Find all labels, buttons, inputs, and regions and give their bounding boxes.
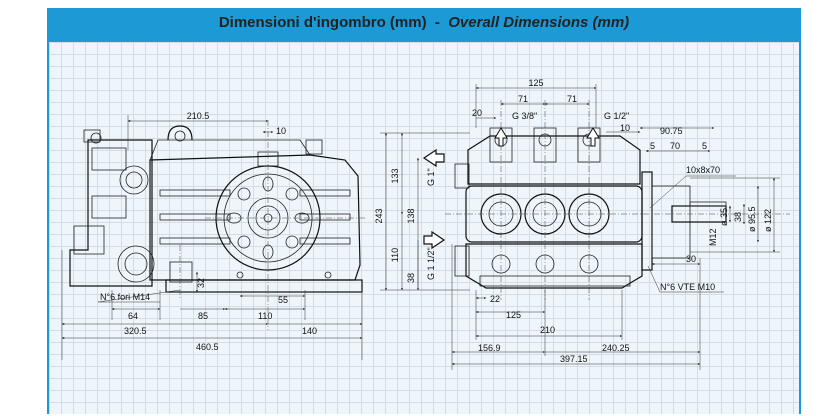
title-italian: Dimensioni d'ingombro (mm) xyxy=(218,14,427,31)
key-dimension: 10x8x70 xyxy=(686,165,720,175)
shaft-38: 38 xyxy=(733,212,743,222)
thread-m12: M12 xyxy=(708,228,718,246)
dim-10-front: 10 xyxy=(620,123,630,133)
dim-32: 32 xyxy=(196,278,206,288)
dim-64: 64 xyxy=(128,311,138,321)
dim-133: 133 xyxy=(390,168,400,183)
dim-5-left: 5 xyxy=(650,141,655,151)
outlet-arrow-icon xyxy=(422,148,445,168)
dim-210-5: 210.5 xyxy=(187,111,210,121)
title-english: Overall Dimensions (mm) xyxy=(448,14,630,31)
dim-460-5: 460.5 xyxy=(196,342,219,352)
dim-243: 243 xyxy=(374,208,384,223)
title-separator: - xyxy=(434,14,440,31)
front-view-dimensions: 125 71 71 20 G 3/8" G 1/2" 10 90.75 5 70… xyxy=(374,78,780,370)
port-arrow-right-icon xyxy=(586,127,600,147)
dim-22: 22 xyxy=(490,294,500,304)
shaft-diameter-35: ø 35 xyxy=(719,208,729,226)
port-g38: G 3/8" xyxy=(512,111,537,121)
holes-label: N°6 fori M14 xyxy=(100,292,150,302)
dim-55: 55 xyxy=(278,295,288,305)
dim-5-right: 5 xyxy=(702,141,707,151)
dim-125-bottom: 125 xyxy=(506,310,521,320)
dim-10: 10 xyxy=(276,126,286,136)
port-arrow-left-icon xyxy=(494,127,508,147)
front-view: 125 71 71 20 G 3/8" G 1/2" 10 90.75 5 70… xyxy=(374,78,790,370)
dim-30: 30 xyxy=(686,254,696,264)
port-g12: G 1/2" xyxy=(604,111,629,121)
page-title: Dimensioni d'ingombro (mm) - Overall Dim… xyxy=(49,14,799,31)
shaft-diameter-122: ø 122 xyxy=(763,209,773,232)
dim-85: 85 xyxy=(198,311,208,321)
dim-71-right: 71 xyxy=(567,94,577,104)
vte-label: N°6 VTE M10 xyxy=(660,282,715,292)
dim-38-left: 38 xyxy=(406,273,416,283)
dim-90-75: 90.75 xyxy=(660,126,683,136)
dim-110: 110 xyxy=(258,311,272,321)
title-bar: Dimensioni d'ingombro (mm) - Overall Dim… xyxy=(49,8,799,42)
dim-210: 210 xyxy=(540,325,555,335)
dim-397-15: 397.15 xyxy=(560,354,588,364)
dim-110-front: 110 xyxy=(390,248,400,262)
port-g1: G 1" xyxy=(426,168,436,186)
dim-156-9: 156.9 xyxy=(478,343,501,353)
dim-320-5: 320.5 xyxy=(124,326,147,336)
side-view-body xyxy=(69,125,363,293)
shaft-diameter-95-5: ø 95.5 xyxy=(747,206,757,232)
side-view: 210.5 10 32 N°6 fori M14 64 85 55 110 32… xyxy=(61,111,365,360)
inlet-arrow-icon xyxy=(423,230,446,250)
port-g1-1-2: G 1 1/2" xyxy=(426,247,436,280)
dim-138: 138 xyxy=(406,208,416,223)
dim-240-25: 240.25 xyxy=(602,343,630,353)
dim-71-left: 71 xyxy=(518,94,528,104)
dim-70: 70 xyxy=(670,141,680,151)
dim-20: 20 xyxy=(472,108,482,118)
dim-125-top: 125 xyxy=(528,78,543,88)
dim-140: 140 xyxy=(302,326,317,336)
side-view-dimensions: 210.5 10 32 N°6 fori M14 64 85 55 110 32… xyxy=(61,111,363,360)
